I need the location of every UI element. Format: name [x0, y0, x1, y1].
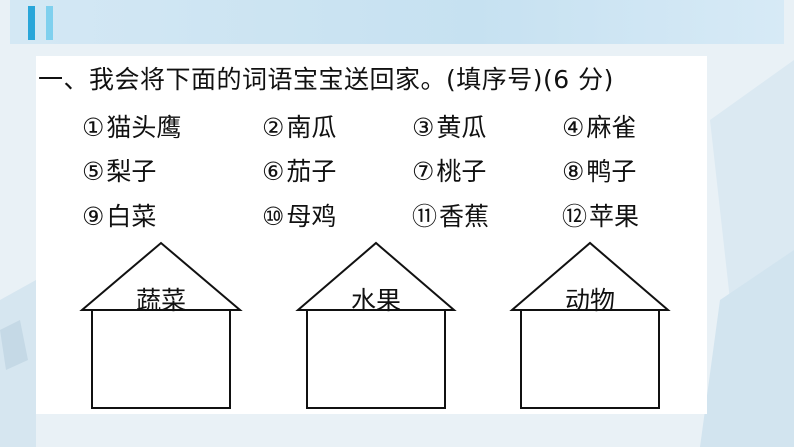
item-number: ④	[562, 113, 585, 142]
item-word: 猫头鹰	[106, 113, 182, 142]
item-number: ⑤	[82, 157, 105, 186]
word-item: ⑨白菜	[82, 197, 156, 233]
item-word: 茄子	[286, 157, 337, 186]
word-item: ⑥茄子	[262, 152, 336, 188]
item-word: 黄瓜	[436, 113, 487, 142]
question-number: 一、	[38, 65, 90, 94]
item-number: ⑫	[562, 202, 588, 231]
item-number: ③	[412, 113, 435, 142]
item-word: 苹果	[589, 202, 640, 231]
item-number: ⑥	[262, 157, 285, 186]
banner-accent-bar	[46, 6, 53, 40]
item-word: 梨子	[106, 157, 157, 186]
word-item: ⑩母鸡	[262, 197, 336, 233]
item-number: ⑦	[412, 157, 435, 186]
item-word: 南瓜	[286, 113, 337, 142]
word-item: ⑧鸭子	[562, 152, 636, 188]
question-text: 我会将下面的词语宝宝送回家。(填序号)(6 分)	[89, 65, 614, 94]
house-animals	[509, 241, 671, 409]
item-word: 母鸡	[286, 202, 337, 231]
question-title: 一、我会将下面的词语宝宝送回家。(填序号)(6 分)	[38, 60, 614, 96]
item-number: ②	[262, 113, 285, 142]
top-banner	[10, 0, 784, 44]
houses-drawing	[79, 241, 671, 409]
house-label-fruits: 水果	[350, 286, 401, 315]
house-label-vegetables: 蔬菜	[135, 286, 186, 315]
item-word: 白菜	[106, 202, 157, 231]
word-item: ③黄瓜	[412, 108, 486, 144]
house-fruits	[295, 241, 457, 409]
question-card: 一、我会将下面的词语宝宝送回家。(填序号)(6 分) ①猫头鹰 ②南瓜 ③黄瓜 …	[36, 56, 707, 414]
item-number: ①	[82, 113, 105, 142]
item-number: ⑧	[562, 157, 585, 186]
word-item: ⑫苹果	[562, 197, 639, 233]
item-number: ⑩	[262, 202, 285, 231]
word-item: ⑪香蕉	[412, 197, 489, 233]
item-word: 香蕉	[439, 202, 490, 231]
item-word: 麻雀	[586, 113, 637, 142]
word-item: ②南瓜	[262, 108, 336, 144]
item-number: ⑪	[412, 202, 438, 231]
item-word: 鸭子	[586, 157, 637, 186]
word-item: ①猫头鹰	[82, 108, 181, 144]
word-item: ⑦桃子	[412, 152, 486, 188]
item-word: 桃子	[436, 157, 487, 186]
word-item: ④麻雀	[562, 108, 636, 144]
banner-accent-bar	[28, 6, 35, 40]
house-label-animals: 动物	[564, 286, 615, 315]
item-number: ⑨	[82, 202, 105, 231]
word-item: ⑤梨子	[82, 152, 156, 188]
house-vegetables	[79, 241, 243, 409]
